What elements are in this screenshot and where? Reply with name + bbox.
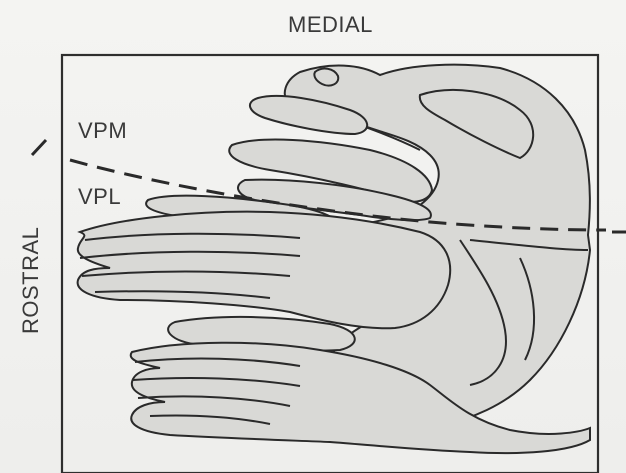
upper-hand [78, 212, 451, 329]
medial-label: MEDIAL [288, 12, 373, 38]
vpm-label: VPM [78, 118, 127, 144]
vpl-label: VPL [78, 184, 121, 210]
rostral-label: ROSTRAL [18, 227, 44, 334]
boundary-tick-left [32, 140, 46, 155]
